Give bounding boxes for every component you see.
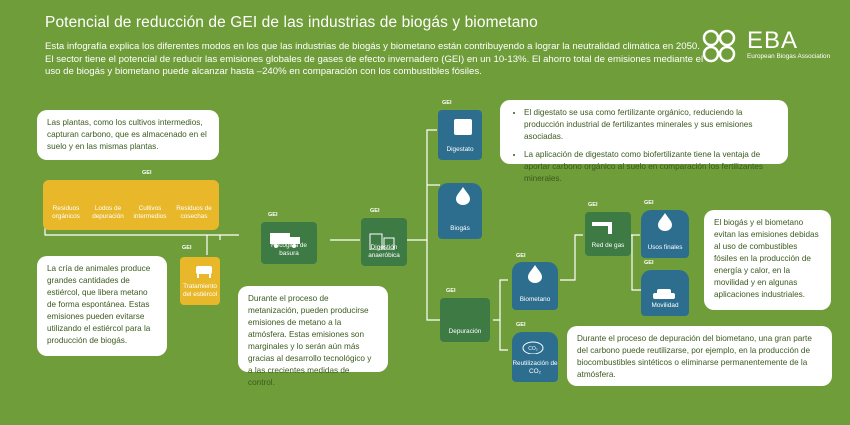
- logo-name: EBA: [747, 27, 799, 54]
- logo-subtitle: European Biogas Association: [747, 53, 831, 60]
- callout-plants: Las plantas, como los cultivos intermedi…: [37, 110, 219, 160]
- tile-lodos: Lodos de depuración: [92, 205, 124, 220]
- flame-icon: [456, 187, 470, 205]
- flame-icon: [658, 213, 672, 231]
- flame-icon: [528, 265, 542, 283]
- digestate-bullet-2: La aplicación de digestato como bioferti…: [524, 149, 778, 185]
- callout-end-uses: El biogás y el biometano evitan las emis…: [704, 210, 831, 310]
- intro-paragraph: Esta infografía explica los diferentes m…: [45, 41, 704, 78]
- gei-label: GEI: [446, 288, 456, 294]
- tile-estiercol: Tratamiento del estiércol: [180, 257, 220, 305]
- digestate-bullet-1: El digestato se usa como fertilizante or…: [524, 107, 778, 143]
- tile-cosechas: Residuos de cosechas: [176, 205, 212, 220]
- gei-label: GEI: [182, 245, 192, 251]
- gei-label: GEI: [442, 100, 452, 106]
- fertilizer-bag-icon: [454, 119, 472, 135]
- tile-reutilizacion: Reutilización de CO₂: [512, 332, 558, 382]
- pipe-icon: [592, 222, 612, 234]
- tile-cultivos: Cultivos intermedios: [133, 205, 167, 220]
- gei-label: GEI: [644, 200, 654, 206]
- car-icon: [653, 289, 675, 299]
- callout-digestate: El digestato se usa como fertilizante or…: [500, 100, 788, 183]
- gei-label: GEI: [588, 202, 598, 208]
- gei-label: GEI: [644, 260, 654, 266]
- callout-upgrading: Durante el proceso de depuración del bio…: [567, 326, 832, 386]
- callout-methanization: Durante el proceso de metanización, pued…: [238, 286, 388, 387]
- inputs-panel: [43, 180, 219, 230]
- eba-logo-icon: [702, 29, 736, 63]
- cow-icon: [196, 266, 212, 278]
- digester-plant-icon: [369, 233, 395, 250]
- tile-residuos-organicos: Residuos orgánicos: [52, 205, 80, 220]
- gei-label: GEI: [516, 253, 526, 259]
- gei-label: GEI: [370, 208, 380, 214]
- page-title: Potencial de reducción de GEI de las ind…: [45, 14, 538, 31]
- tile-red-gas: Red de gas: [585, 212, 631, 256]
- gei-label: GEI: [516, 322, 526, 328]
- svg-text:CO₂: CO₂: [528, 346, 538, 352]
- callout-animals: La cría de animales produce grandes cant…: [37, 256, 167, 356]
- cloud-co2-icon: CO₂: [522, 341, 544, 354]
- tile-depuracion: Depuración: [440, 298, 490, 342]
- truck-icon: [270, 233, 300, 248]
- gei-label: GEI: [268, 212, 278, 218]
- gei-label: GEI: [142, 170, 152, 176]
